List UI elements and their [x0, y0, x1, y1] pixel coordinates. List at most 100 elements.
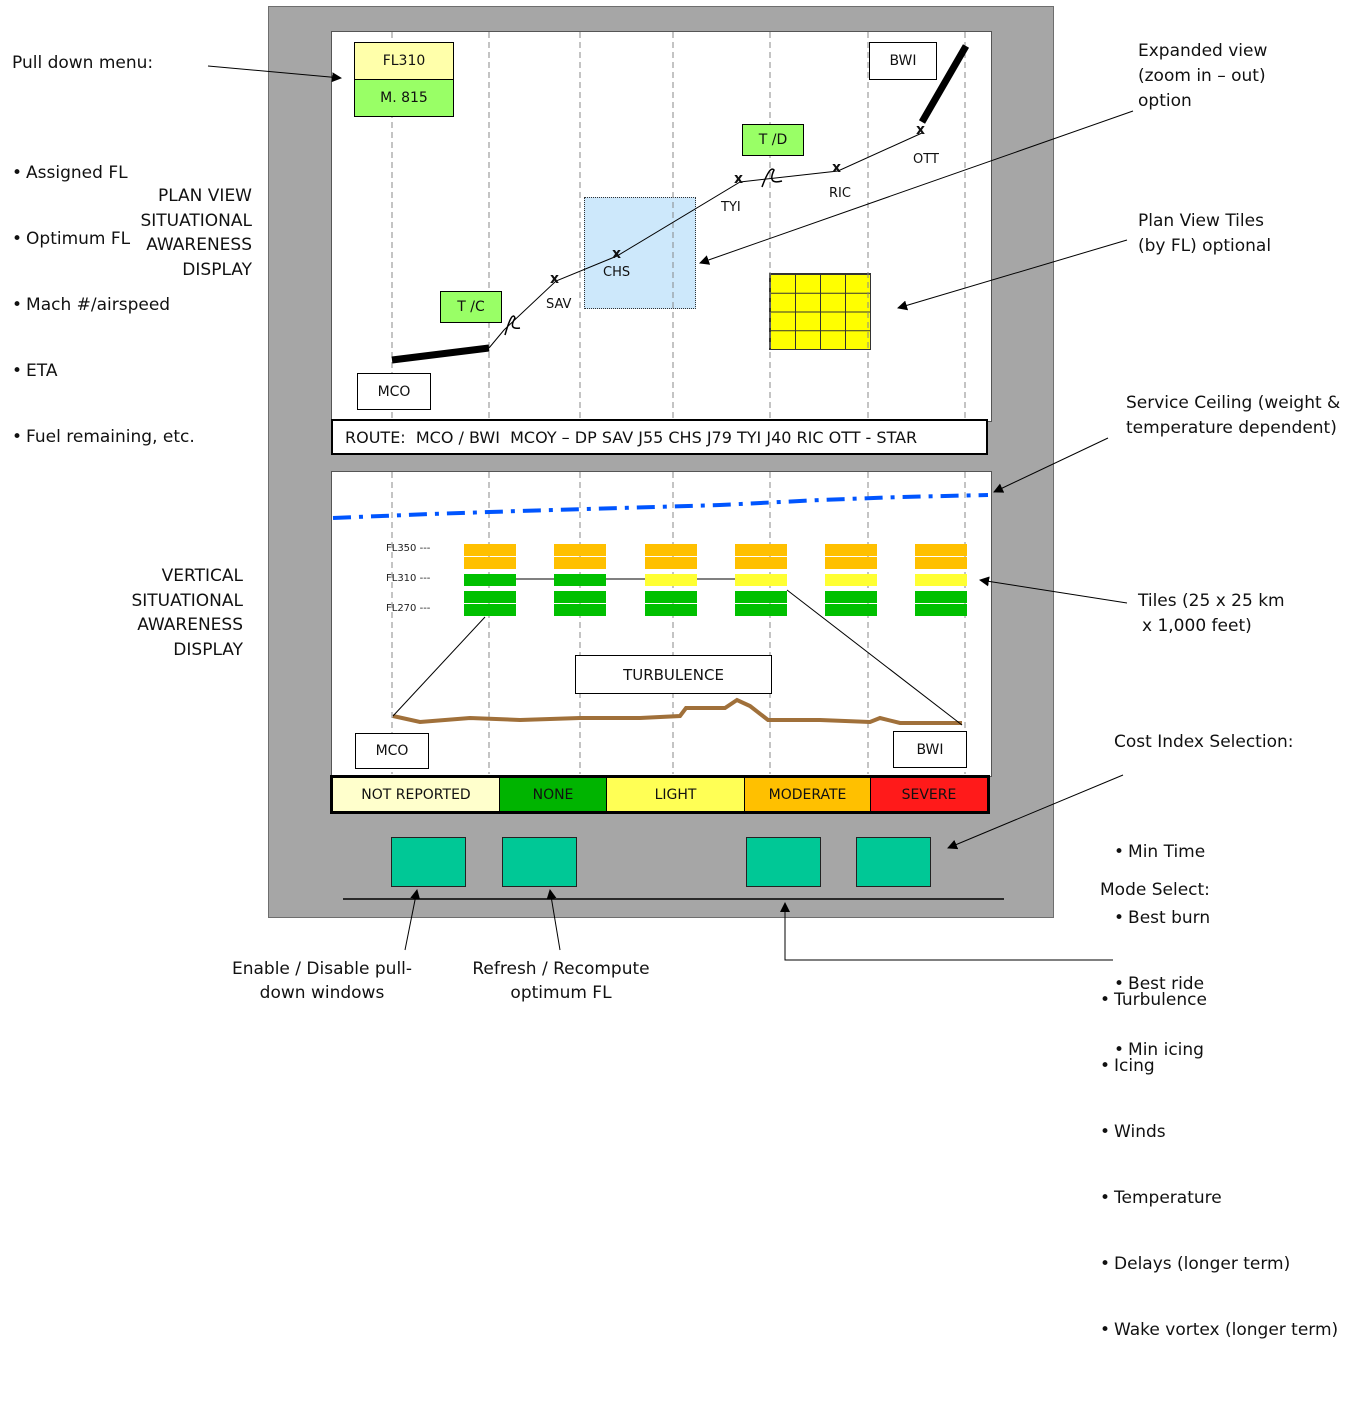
waypoint-marker: x [832, 160, 842, 176]
tile-cell [825, 591, 877, 603]
tile-cell [645, 557, 697, 569]
waypoint-marker: x [550, 271, 560, 287]
enable-disable-pulldown-button[interactable] [391, 837, 466, 887]
tile-cell [735, 574, 787, 586]
expanded-view-box[interactable] [584, 197, 696, 309]
legend-severe: SEVERE [871, 778, 987, 811]
tile-cell [825, 604, 877, 616]
plan-view-label-line: PLAN VIEW [157, 186, 252, 206]
note-line: option [1138, 91, 1192, 111]
note-line: Plan View Tiles [1138, 211, 1264, 231]
pulldown-item: Mach #/airspeed [12, 294, 195, 316]
plan-view-label-line: AWARENESS [146, 235, 252, 255]
tile-cell [554, 544, 606, 556]
pulldown-note: Pull down menu: Assigned FL Optimum FL M… [12, 8, 195, 514]
turbulence-legend: NOT REPORTED NONE LIGHT MODERATE SEVERE [330, 775, 990, 814]
fl-label: FL270 --- [386, 603, 431, 614]
tile-cell [735, 557, 787, 569]
pulldown-title: Pull down menu: [12, 53, 154, 73]
tile-cell [915, 591, 967, 603]
vertical-grid [391, 472, 966, 774]
service-ceiling-line [332, 493, 989, 520]
tile-cell [825, 557, 877, 569]
waypoint-label: OTT [913, 152, 939, 167]
plan-tiles-note: Plan View Tiles (by FL) optional [1138, 209, 1271, 259]
tile-cell [645, 604, 697, 616]
expanded-view-note: Expanded view (zoom in – out) option [1138, 39, 1267, 114]
annotation-arrows [207, 65, 1134, 961]
tile-cell [825, 544, 877, 556]
pulldown-item: Fuel remaining, etc. [12, 426, 195, 448]
plan-grid [391, 32, 966, 418]
tiles-note: Tiles (25 x 25 km x 1,000 feet) [1138, 589, 1285, 639]
waypoint-marker: x [916, 122, 926, 138]
note-line: Refresh / Recompute [472, 959, 650, 979]
refresh-note: Refresh / Recompute optimum FL [462, 957, 660, 1005]
note-line: Tiles (25 x 25 km [1138, 591, 1285, 611]
cost-index-item: Best burn [1114, 907, 1293, 929]
origin-box: MCO [357, 373, 431, 410]
note-line: optimum FL [510, 983, 612, 1003]
destination-box: BWI [869, 42, 937, 80]
plan-view-label-line: DISPLAY [182, 259, 252, 280]
plan-view-label-line: SITUATIONAL [140, 210, 252, 231]
note-line: Service Ceiling (weight & [1126, 393, 1341, 413]
enable-disable-note: Enable / Disable pull- down windows [224, 957, 420, 1005]
assigned-fl-box[interactable]: FL310 [354, 42, 454, 80]
waypoint-label: SAV [546, 297, 572, 312]
pulldown-item: ETA [12, 360, 195, 382]
legend-light: LIGHT [607, 778, 745, 811]
tile-cell [554, 574, 606, 586]
tile-cell [464, 557, 516, 569]
turbulence-box[interactable]: TURBULENCE [575, 655, 772, 694]
mode-select-button[interactable] [746, 837, 821, 887]
vertical-origin-box: MCO [355, 733, 429, 769]
cost-index-title: Cost Index Selection: [1114, 732, 1294, 752]
mode-select-item: Wake vortex (longer term) [1100, 1319, 1338, 1341]
vertical-view-panel [331, 471, 992, 777]
refresh-optimum-fl-button[interactable] [502, 837, 577, 887]
terrain-profile [392, 697, 962, 725]
tile-cell [554, 591, 606, 603]
tile-cell [645, 574, 697, 586]
tile-cell [735, 604, 787, 616]
cost-index-item: Min Time [1114, 841, 1293, 863]
tile-cell [915, 604, 967, 616]
tile-cell [464, 544, 516, 556]
mode-select-item: Temperature [1100, 1187, 1338, 1209]
cost-index-button[interactable] [856, 837, 931, 887]
vertical-destination-box: BWI [893, 731, 967, 768]
waypoint-marker: x [734, 171, 744, 187]
legend-not-reported: NOT REPORTED [333, 778, 500, 811]
note-line: (zoom in – out) [1138, 66, 1266, 86]
mode-select-item: Delays (longer term) [1100, 1253, 1338, 1275]
tile-cell [915, 544, 967, 556]
vertical-label-line: AWARENESS [137, 615, 243, 635]
plan-view-tiles [769, 273, 871, 350]
note-line: (by FL) optional [1138, 236, 1272, 256]
note-line: temperature dependent) [1126, 418, 1337, 438]
fl-label: FL310 --- [386, 573, 431, 584]
tile-cell [645, 544, 697, 556]
pulldown-item: Assigned FL [12, 162, 195, 184]
vertical-label-line: DISPLAY [173, 639, 243, 660]
fl-label: FL350 --- [386, 543, 431, 554]
diagram-lines [207, 32, 1134, 961]
vertical-view-label: VERTICAL SITUATIONAL AWARENESS DISPLAY [80, 564, 243, 662]
mode-select-item: Turbulence [1100, 989, 1338, 1011]
waypoint-label: RIC [829, 186, 851, 201]
vertical-label-line: VERTICAL [161, 566, 243, 586]
top-of-climb-box: T /C [440, 291, 502, 323]
note-line: down windows [259, 983, 385, 1003]
pulldown-list: Assigned FL Optimum FL Mach #/airspeed E… [12, 118, 195, 492]
vertical-label-line: SITUATIONAL [131, 590, 243, 611]
mode-select-item: Winds [1100, 1121, 1338, 1143]
tile-cell [464, 604, 516, 616]
note-line: Enable / Disable pull- [231, 959, 413, 979]
tile-cell [464, 591, 516, 603]
tile-cell [915, 557, 967, 569]
pulldown-item: Optimum FL [12, 228, 195, 250]
mach-box[interactable]: M. 815 [354, 79, 454, 117]
zoom-line [786, 589, 963, 726]
waypoint-label: CHS [603, 265, 631, 280]
